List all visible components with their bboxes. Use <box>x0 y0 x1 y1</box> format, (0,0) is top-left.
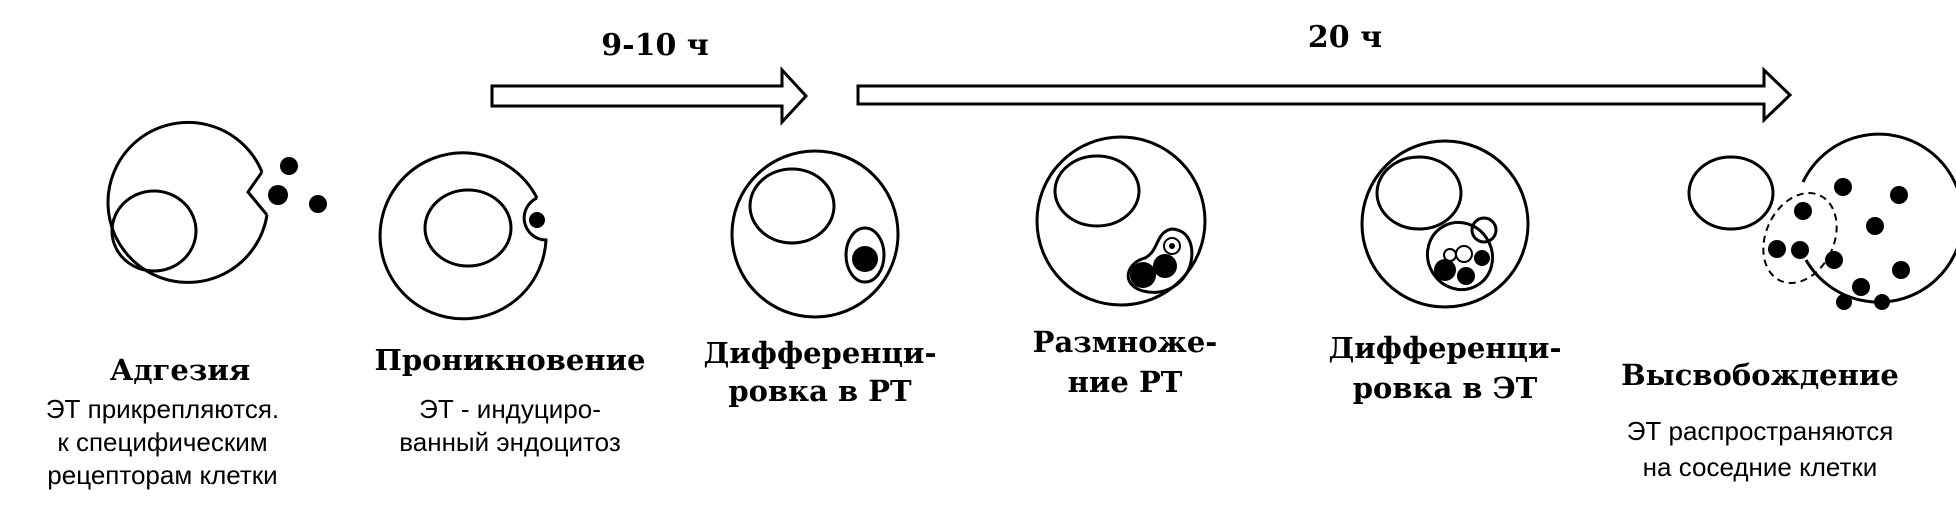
released-elementary-body <box>1866 217 1884 235</box>
cell-adhesion <box>106 120 327 284</box>
cell-membrane <box>1801 132 1956 304</box>
stage-title-adhesion: Адгезия <box>109 353 251 387</box>
cell-membrane <box>1360 139 1530 309</box>
elementary-body <box>268 185 288 205</box>
cell-membrane <box>106 120 269 284</box>
cell-nucleus <box>110 189 198 273</box>
cell-nucleus <box>1053 154 1141 228</box>
released-elementary-body <box>1892 261 1910 279</box>
timeline-arrow-1 <box>490 66 809 126</box>
released-elementary-body <box>1825 251 1843 269</box>
cell-rb-multiplication <box>1035 135 1207 307</box>
cell-membrane <box>378 151 548 321</box>
elementary-body <box>1794 202 1812 220</box>
stage-description-release-line-2: на соседние клетки <box>1642 452 1878 482</box>
cell-rb-differentiation <box>730 149 900 319</box>
elementary-body <box>529 212 545 228</box>
membrane-receptor <box>246 171 269 216</box>
reticulate-body <box>1457 267 1475 285</box>
stage-description-adhesion-line-3: рецепторам клетки <box>47 460 278 490</box>
inclusion-vacuole <box>1425 220 1495 292</box>
stage-description-entry-line-2: ванный эндоцитоз <box>399 427 621 457</box>
stage-description-entry-line-1: ЭТ - индуциро- <box>419 394 601 424</box>
inclusion-vacuole <box>1762 192 1838 284</box>
reticulate-body <box>1169 243 1175 249</box>
elementary-body <box>309 195 327 213</box>
released-elementary-body <box>1836 294 1852 310</box>
elementary-body <box>1455 245 1473 263</box>
timeline-label-2: 20 ч <box>1307 20 1383 55</box>
stage-title-release: Высвобождение <box>1621 358 1899 392</box>
stage-title-eb-differentiation-line-2: ровка в ЭТ <box>1352 371 1538 405</box>
cell-nucleus <box>748 167 836 245</box>
timeline-arrow-2 <box>856 66 1793 124</box>
cell-eb-differentiation <box>1360 139 1530 309</box>
cell-entry <box>378 151 548 321</box>
stage-title-rb-differentiation-line-1: Дифференци- <box>703 336 937 370</box>
reticulate-body <box>1470 216 1498 244</box>
cell-release <box>1687 132 1956 310</box>
released-elementary-body <box>1834 178 1852 196</box>
stage-title-rb-multiplication-line-2: ние РТ <box>1067 365 1183 399</box>
stage-description-adhesion-line-1: ЭТ прикрепляются. <box>45 394 280 424</box>
cell-nucleus <box>1687 155 1775 231</box>
elementary-body <box>1768 240 1786 258</box>
reticulate-body <box>1434 259 1456 281</box>
released-elementary-body <box>1874 294 1890 310</box>
timeline-label-1: 9-10 ч <box>601 28 709 63</box>
reticulate-body <box>852 246 878 272</box>
inclusion-vacuole <box>844 226 886 284</box>
stage-description-adhesion-line-2: к специфическим <box>57 427 268 457</box>
stage-title-eb-differentiation-line-1: Дифференци- <box>1328 331 1562 365</box>
reticulate-body <box>1163 237 1181 255</box>
released-elementary-body <box>1852 278 1870 296</box>
released-elementary-body <box>1890 186 1908 204</box>
cell-membrane <box>1035 135 1207 307</box>
reticulate-body <box>1474 250 1490 266</box>
cell-nucleus <box>423 188 513 268</box>
cell-nucleus <box>1375 155 1463 231</box>
elementary-body <box>1791 241 1809 259</box>
inclusion-vacuole <box>1126 227 1194 294</box>
reticulate-body <box>1153 254 1177 278</box>
cell-membrane <box>730 149 900 319</box>
stage-description-release-line-1: ЭТ распространяются <box>1626 416 1894 446</box>
reticulate-body <box>1130 262 1156 288</box>
stage-title-rb-differentiation-line-2: ровка в РТ <box>728 374 912 408</box>
elementary-body <box>280 157 298 175</box>
stage-title-entry: Проникновение <box>374 343 646 377</box>
stage-title-rb-multiplication-line-1: Размноже- <box>1032 325 1218 359</box>
elementary-body <box>1443 248 1457 262</box>
